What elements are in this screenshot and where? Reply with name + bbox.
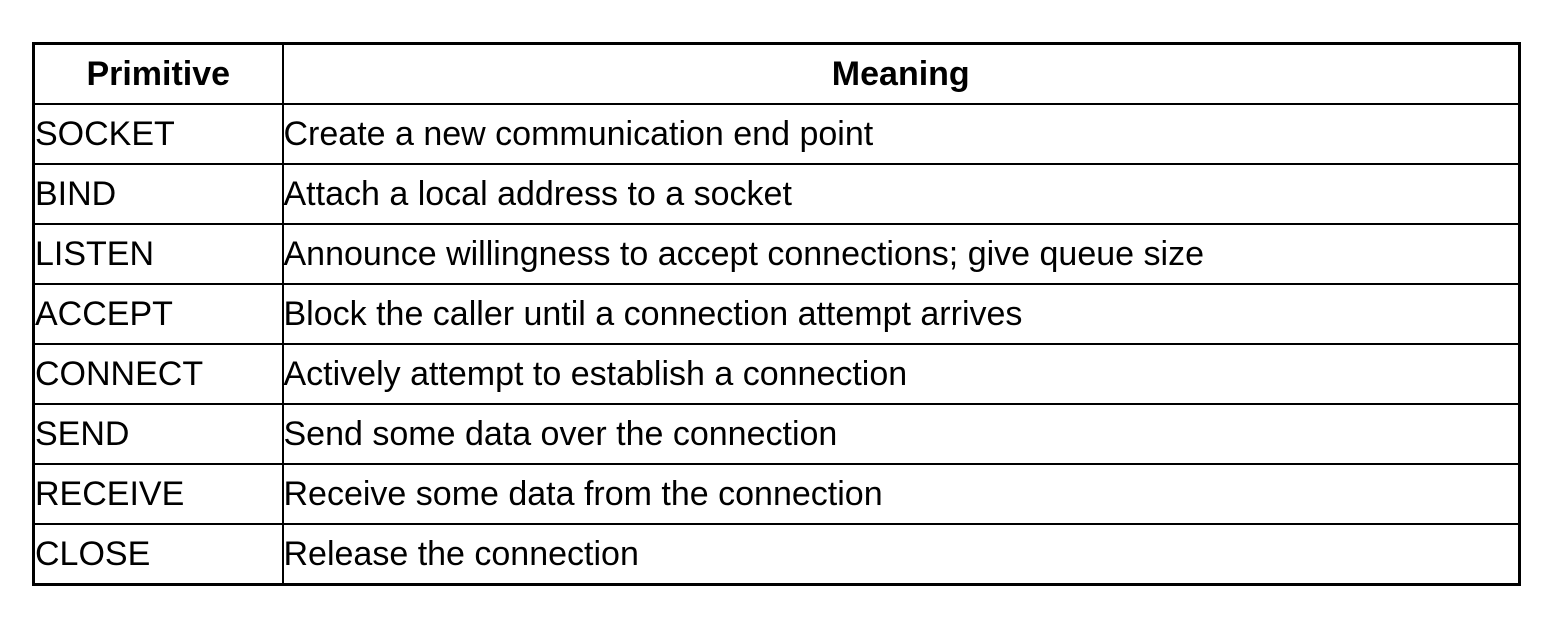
column-header-primitive: Primitive <box>32 42 284 105</box>
cell-primitive: CLOSE <box>32 523 284 586</box>
cell-meaning: Receive some data from the connection <box>281 463 1521 525</box>
table-header-row: Primitive Meaning <box>32 42 1521 105</box>
column-header-meaning: Meaning <box>281 42 1521 105</box>
cell-primitive: RECEIVE <box>32 463 284 525</box>
cell-primitive: SEND <box>32 403 284 465</box>
cell-meaning: Release the connection <box>281 523 1521 586</box>
cell-primitive: SOCKET <box>32 103 284 165</box>
cell-meaning: Block the caller until a connection atte… <box>281 283 1521 345</box>
cell-meaning: Create a new communication end point <box>281 103 1521 165</box>
cell-primitive: BIND <box>32 163 284 225</box>
cell-meaning: Send some data over the connection <box>281 403 1521 465</box>
cell-meaning: Attach a local address to a socket <box>281 163 1521 225</box>
cell-primitive: ACCEPT <box>32 283 284 345</box>
cell-primitive: CONNECT <box>32 343 284 405</box>
cell-meaning: Announce willingness to accept connectio… <box>281 223 1521 285</box>
cell-meaning: Actively attempt to establish a connecti… <box>281 343 1521 405</box>
cell-primitive: LISTEN <box>32 223 284 285</box>
table-header: Primitive Meaning <box>32 42 1521 105</box>
